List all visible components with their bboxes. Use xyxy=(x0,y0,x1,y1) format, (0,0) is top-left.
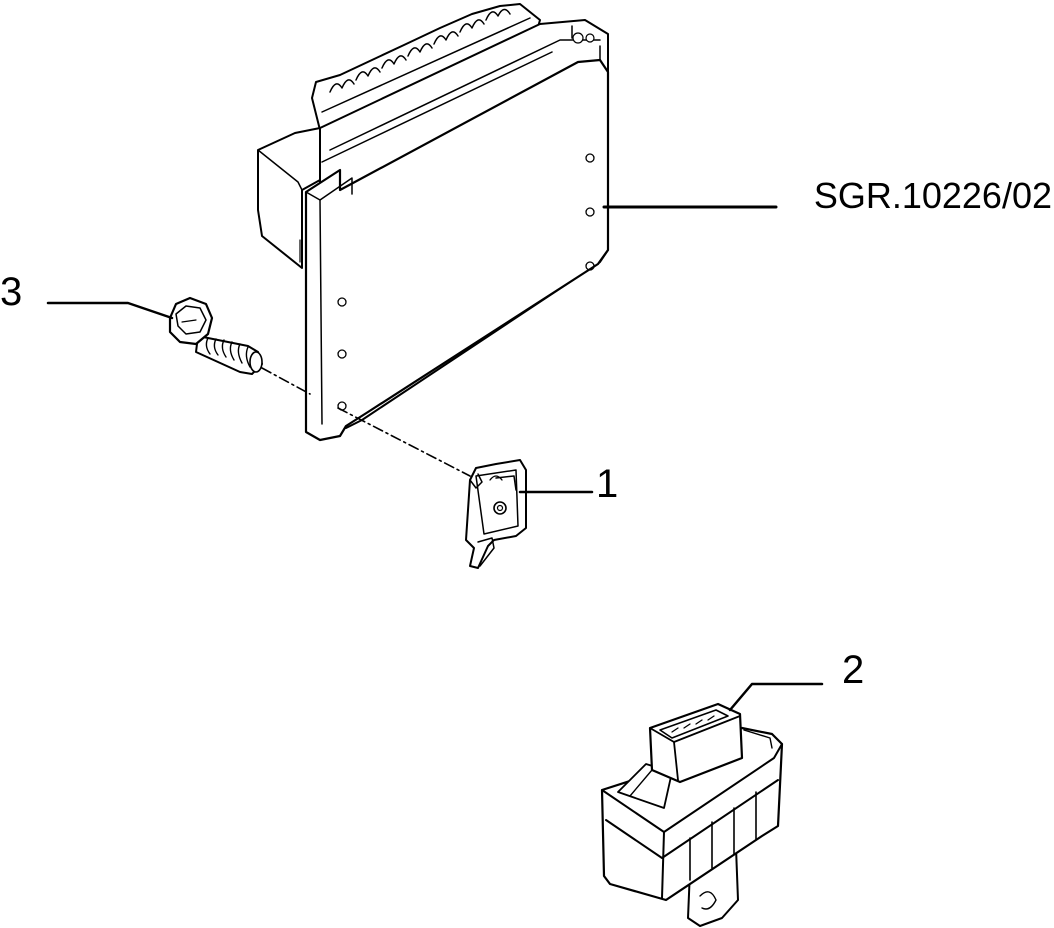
ecu-control-unit xyxy=(257,3,610,442)
callout-1: 1 xyxy=(596,462,618,506)
leader-line-screw xyxy=(46,301,174,320)
callout-3: 3 xyxy=(0,270,22,314)
bracket-clip xyxy=(465,459,527,569)
ecu-reference-label: SGR.10226/02 xyxy=(814,175,1052,216)
flange-screw xyxy=(168,296,263,375)
leader-line-connector xyxy=(728,682,824,712)
assembly-axis-line xyxy=(261,367,471,477)
leader-lines xyxy=(46,205,824,712)
connector-module xyxy=(600,702,784,927)
callout-2: 2 xyxy=(842,648,864,692)
